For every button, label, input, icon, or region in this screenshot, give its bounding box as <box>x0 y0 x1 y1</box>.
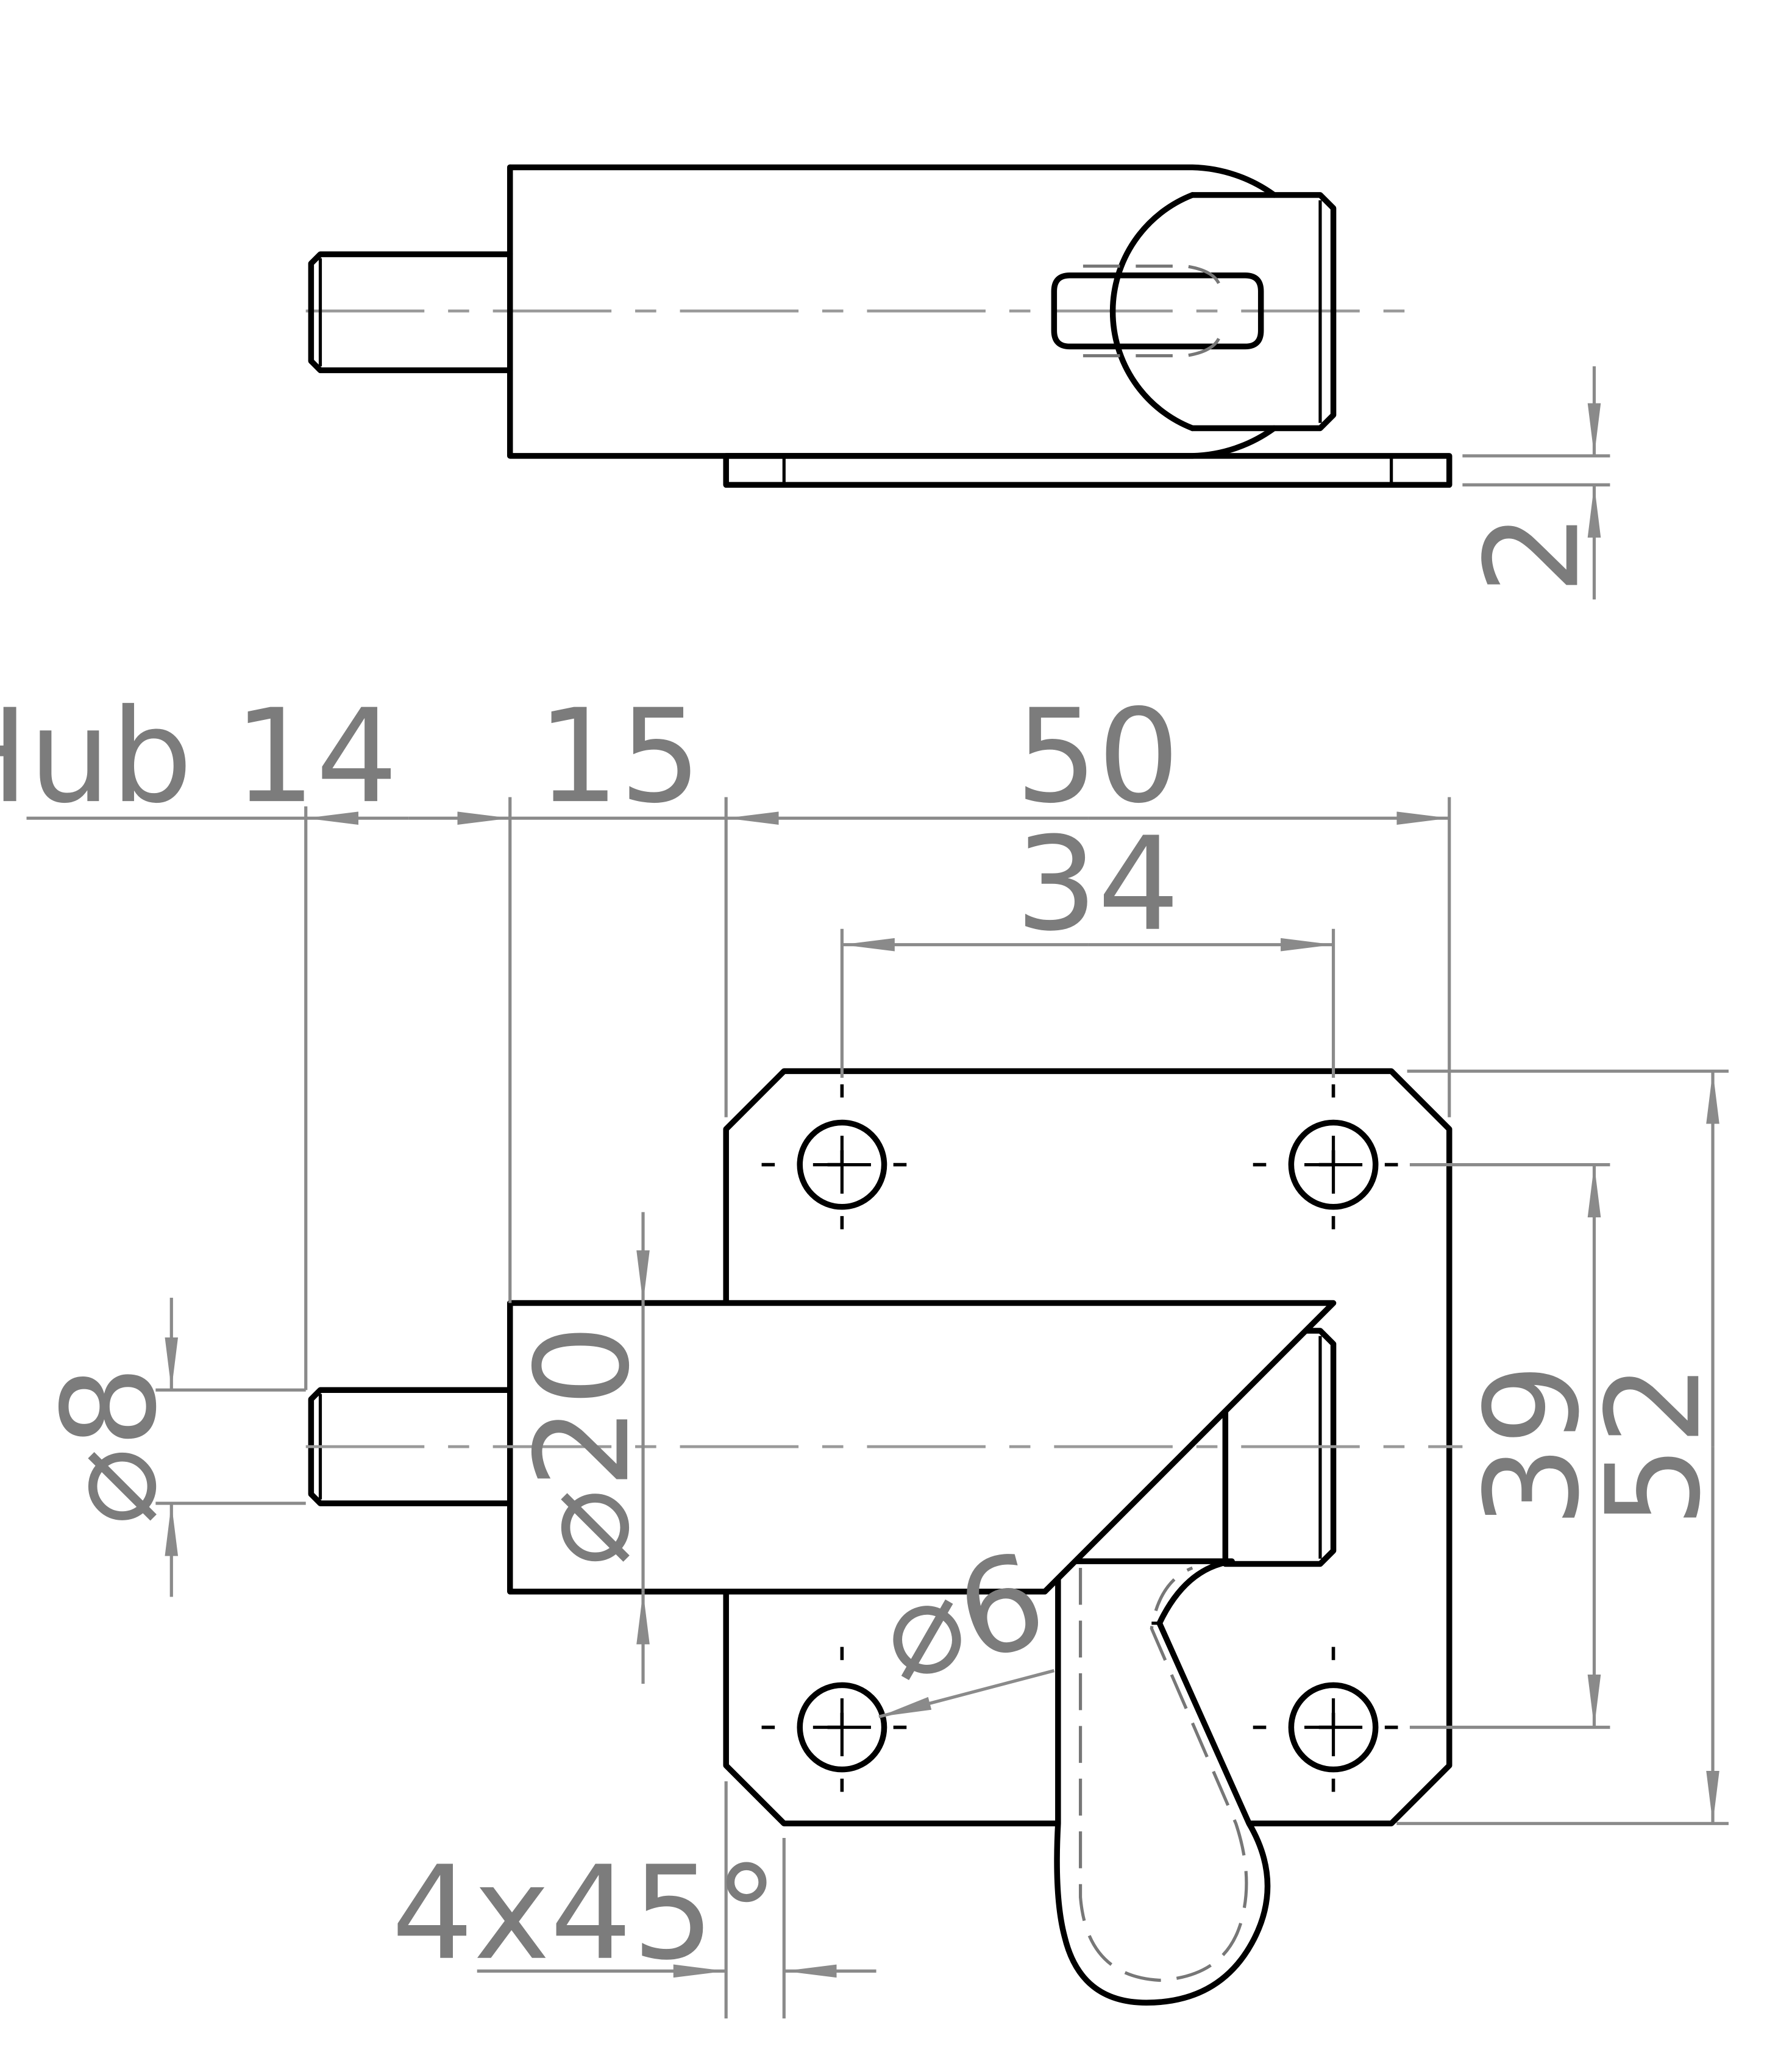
dim-housing-length-label: 15 <box>537 681 702 831</box>
mounting-hole-top-left <box>761 1084 923 1245</box>
front-view-dimensions: Hub 14 15 50 34 39 52 ⌀8 ⌀20 <box>0 681 1729 2019</box>
dim-chamfer-label: 4x45° <box>391 1838 779 1989</box>
dim-bolt-diameter-extension-lines <box>155 1388 306 1505</box>
top-handle-block <box>1189 192 1337 432</box>
dim-bolt-diameter-value: 8 <box>34 1365 185 1448</box>
front-handle-lever <box>1054 1558 1271 2006</box>
dim-hole-diameter-leader <box>878 1669 1055 1718</box>
mounting-hole-bottom-right <box>1253 1647 1414 1808</box>
dim-housing-diameter-symbol: ⌀ <box>507 1489 658 1567</box>
dim-housing-diameter-value: 20 <box>507 1324 658 1489</box>
top-view <box>305 164 1452 488</box>
dim-hole-spacing-v-label: 39 <box>1457 1363 1607 1528</box>
dim-extension-lines-top <box>304 797 1451 1390</box>
top-bolt-end <box>308 251 513 374</box>
dim-plate-height-label: 52 <box>1578 1363 1729 1528</box>
top-slot <box>1051 272 1264 350</box>
top-housing-top <box>507 164 1278 198</box>
dim-thickness-extension-lines <box>1462 454 1610 486</box>
top-base-plate <box>723 453 1452 488</box>
top-plate-chamfer-lines <box>782 455 1393 485</box>
front-handle-hidden-contour <box>1078 1566 1248 1982</box>
dim-thickness-label: 2 <box>1457 512 1607 594</box>
dim-bolt-diameter-label: ⌀8 <box>34 1365 185 1525</box>
dim-housing-diameter-label: ⌀20 <box>507 1324 658 1566</box>
front-view <box>305 1068 1463 2006</box>
dim-chamfer-extension-lines <box>724 1781 786 2019</box>
dim-hole-spacing-h-label: 34 <box>1015 809 1180 960</box>
top-housing-end-arc <box>1109 192 1196 432</box>
dim-plate-width-label: 50 <box>1015 681 1180 831</box>
dim-plate-thickness: 2 <box>1457 366 1610 600</box>
dim-stroke-label: Hub 14 <box>0 681 398 831</box>
mounting-hole-top-right <box>1253 1084 1414 1245</box>
top-slot-hidden-lines <box>1083 264 1220 358</box>
dim-bolt-diameter-symbol: ⌀ <box>34 1448 185 1526</box>
mounting-hole-bottom-left <box>761 1647 923 1808</box>
dim-extension-lines-right <box>1396 1069 1729 1825</box>
